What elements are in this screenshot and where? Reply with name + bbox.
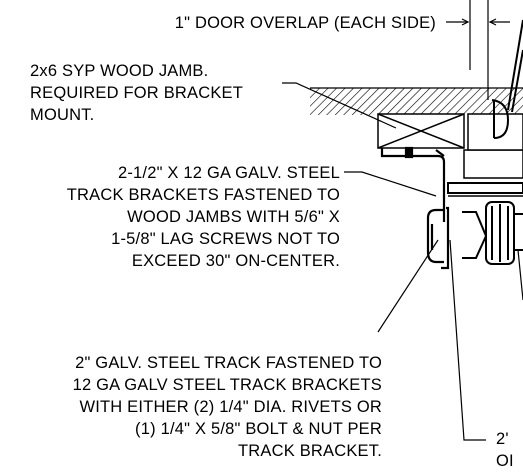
label-jamb: 2x6 SYP WOOD JAMB. REQUIRED FOR BRACKET … (30, 60, 243, 126)
bracket-line-1: 2-1/2" X 12 GA GALV. STEEL (117, 164, 340, 182)
cut-off-line-1: 2' (496, 430, 509, 448)
track-line-3: WITH EITHER (2) 1/4" DIA. RIVETS OR (79, 398, 382, 416)
jamb-line-1: 2x6 SYP WOOD JAMB. (30, 62, 209, 80)
bracket-line-3: WOOD JAMBS WITH 5/6" X (127, 208, 340, 226)
door-roller (447, 182, 523, 265)
track-line-2: 12 GA GALV STEEL TRACK BRACKETS (72, 376, 382, 394)
bracket-line-5: EXCEED 30" ON-CENTER. (131, 252, 340, 270)
dimension-overlap (446, 0, 510, 100)
track-bracket (380, 146, 446, 222)
track-line-5: TRACK BRACKET. (238, 442, 382, 460)
label-track: 2" GALV. STEEL TRACK FASTENED TO 12 GA G… (0, 352, 382, 462)
hinge (491, 19, 523, 139)
door-panel-edge (463, 113, 523, 179)
label-cut-off: 2' OI (496, 428, 514, 472)
bracket-line-2: TRACK BRACKETS FASTENED TO (66, 186, 340, 204)
wall-section (310, 87, 523, 115)
wood-jamb (377, 113, 465, 149)
jamb-line-3: MOUNT. (30, 106, 95, 124)
jamb-line-2: REQUIRED FOR BRACKET (30, 84, 244, 102)
track (426, 206, 450, 270)
track-line-1: 2" GALV. STEEL TRACK FASTENED TO (75, 354, 382, 372)
bracket-line-4: 1-5/8" LAG SCREWS NOT TO (111, 230, 340, 248)
label-bracket: 2-1/2" X 12 GA GALV. STEEL TRACK BRACKET… (34, 162, 340, 272)
label-door-overlap: 1" DOOR OVERLAP (EACH SIDE) (174, 14, 436, 32)
track-line-4: (1) 1/4" X 5/8" BOLT & NUT PER (135, 420, 382, 438)
leader-lines (282, 82, 523, 441)
cut-off-line-2: OI (496, 452, 514, 470)
